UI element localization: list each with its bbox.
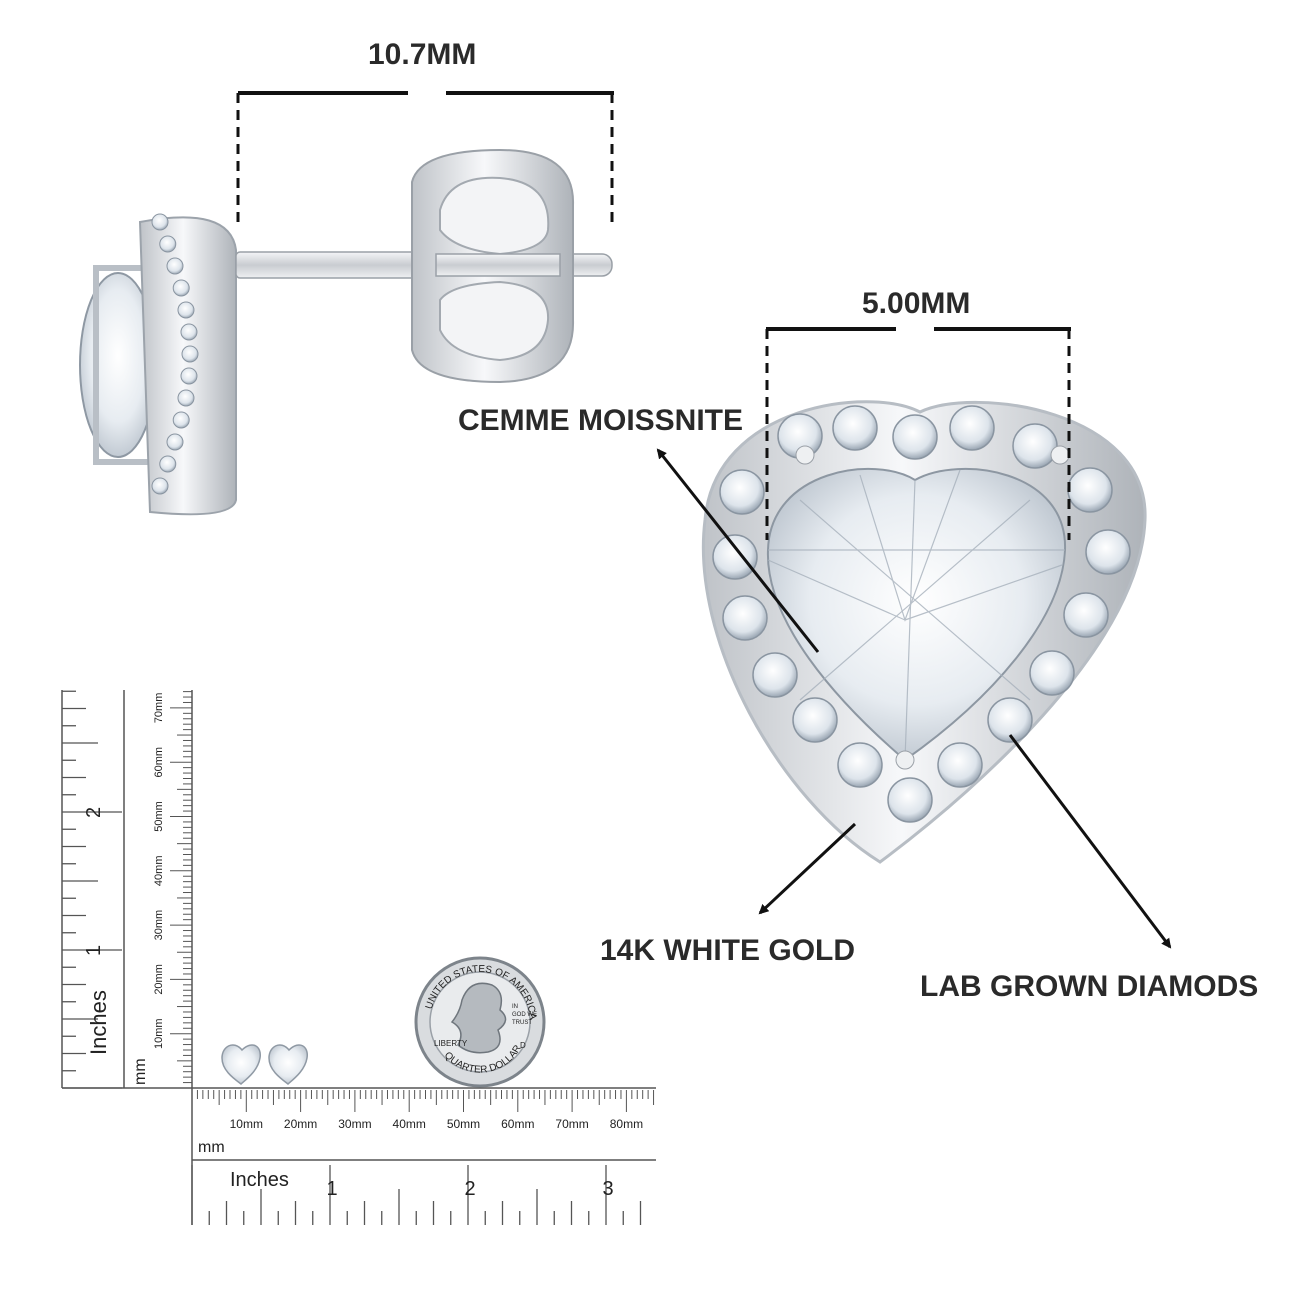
dimension-10-7mm bbox=[236, 91, 614, 228]
coin-motto-1: IN bbox=[512, 1004, 518, 1010]
vruler-inches-label: Inches bbox=[86, 990, 111, 1055]
halo-stone bbox=[752, 652, 798, 698]
coin-portrait bbox=[450, 982, 507, 1054]
arrow-lab-diamonds bbox=[1008, 734, 1172, 949]
hruler-inches-label: Inches bbox=[230, 1169, 289, 1191]
hruler-inch-number: 2 bbox=[464, 1178, 475, 1200]
halo-stone bbox=[832, 405, 878, 451]
vruler-inch-number: 1 bbox=[83, 945, 105, 956]
vertical-ruler: Inches mm 1 2 10mm 20mm 30mm 40mm 50mm 60mm 70m… bbox=[61, 690, 193, 1089]
side-halo-stone bbox=[177, 301, 195, 319]
halo-stone bbox=[987, 697, 1033, 743]
hruler-mm-number: 10mm bbox=[230, 1117, 263, 1131]
halo-stone bbox=[1067, 467, 1113, 513]
vruler-mm-number: 10mm bbox=[153, 1018, 165, 1049]
halo-stone bbox=[937, 742, 983, 788]
halo-stone bbox=[1012, 423, 1058, 469]
halo-stone bbox=[722, 595, 768, 641]
side-halo-stone bbox=[151, 213, 169, 231]
hruler-mm-number: 80mm bbox=[610, 1117, 643, 1131]
arrow-moissanite bbox=[656, 448, 820, 653]
hruler-mm-number: 20mm bbox=[284, 1117, 317, 1131]
halo-stone bbox=[1085, 529, 1131, 575]
stone-width-label: 5.00MM bbox=[862, 287, 971, 320]
earring-post bbox=[235, 251, 437, 279]
arrow-white-gold bbox=[758, 822, 857, 915]
side-halo-stone bbox=[172, 279, 190, 297]
scale-earrings bbox=[221, 1044, 308, 1085]
side-halo-stones bbox=[151, 213, 199, 495]
hruler-mm-number: 50mm bbox=[447, 1117, 480, 1131]
coin-liberty: LIBERTY bbox=[434, 1039, 468, 1048]
coin-motto-3: TRUST bbox=[512, 1020, 532, 1026]
hruler-mm-number: 60mm bbox=[501, 1117, 534, 1131]
vruler-inch-number: 2 bbox=[83, 807, 105, 818]
side-halo-stone bbox=[180, 323, 198, 341]
halo-stone bbox=[792, 697, 838, 743]
halo-stone bbox=[892, 414, 938, 460]
coin-mint: D bbox=[520, 1041, 526, 1050]
callout-white-gold: 14K WHITE GOLD bbox=[600, 934, 856, 967]
side-halo-stone bbox=[166, 257, 184, 275]
vruler-mm-label: mm bbox=[132, 1058, 149, 1085]
side-halo-stone bbox=[166, 433, 184, 451]
hruler-mm-number: 40mm bbox=[393, 1117, 426, 1131]
vruler-mm-number: 50mm bbox=[153, 801, 165, 832]
hruler-inch-number: 3 bbox=[602, 1178, 613, 1200]
side-halo-setting bbox=[138, 216, 237, 516]
side-halo-stone bbox=[159, 455, 177, 473]
hruler-mm-number: 30mm bbox=[338, 1117, 371, 1131]
hruler-mm-label: mm bbox=[198, 1139, 225, 1156]
hruler-mm-number: 70mm bbox=[555, 1117, 588, 1131]
callout-lab-diamonds: LAB GROWN DIAMODS bbox=[920, 970, 1259, 1003]
quarter-dollar-coin: UNITED STATES OF AMERICA QUARTER DOLLAR … bbox=[414, 956, 546, 1088]
vruler-mm-number: 60mm bbox=[153, 747, 165, 778]
halo-stone bbox=[1063, 592, 1109, 638]
side-width-label: 10.7MM bbox=[368, 38, 477, 71]
vruler-mm-number: 20mm bbox=[153, 964, 165, 995]
vruler-mm-number: 70mm bbox=[153, 693, 165, 724]
vruler-mm-number: 40mm bbox=[153, 856, 165, 887]
hruler-inch-number: 1 bbox=[326, 1178, 337, 1200]
side-halo-stone bbox=[177, 389, 195, 407]
dimension-5mm bbox=[765, 327, 1071, 540]
halo-stone bbox=[712, 534, 758, 580]
halo-stone bbox=[1029, 650, 1075, 696]
halo-stone bbox=[719, 469, 765, 515]
callout-moissanite: CEMME MOISSNITE bbox=[458, 404, 744, 437]
side-halo-stone bbox=[181, 345, 199, 363]
callout-arrows bbox=[656, 448, 1172, 949]
side-halo-stone bbox=[159, 235, 177, 253]
front-halo-stones bbox=[712, 405, 1131, 823]
vruler-mm-number: 30mm bbox=[153, 910, 165, 941]
halo-stone bbox=[837, 742, 883, 788]
side-halo-stone bbox=[172, 411, 190, 429]
halo-stone bbox=[887, 777, 933, 823]
earring-side-view bbox=[79, 148, 613, 516]
halo-stone bbox=[949, 405, 995, 451]
side-halo-stone bbox=[180, 367, 198, 385]
side-halo-stone bbox=[151, 477, 169, 495]
earring-front-view bbox=[701, 400, 1147, 864]
coin-motto-2: GOD WE bbox=[512, 1012, 537, 1018]
